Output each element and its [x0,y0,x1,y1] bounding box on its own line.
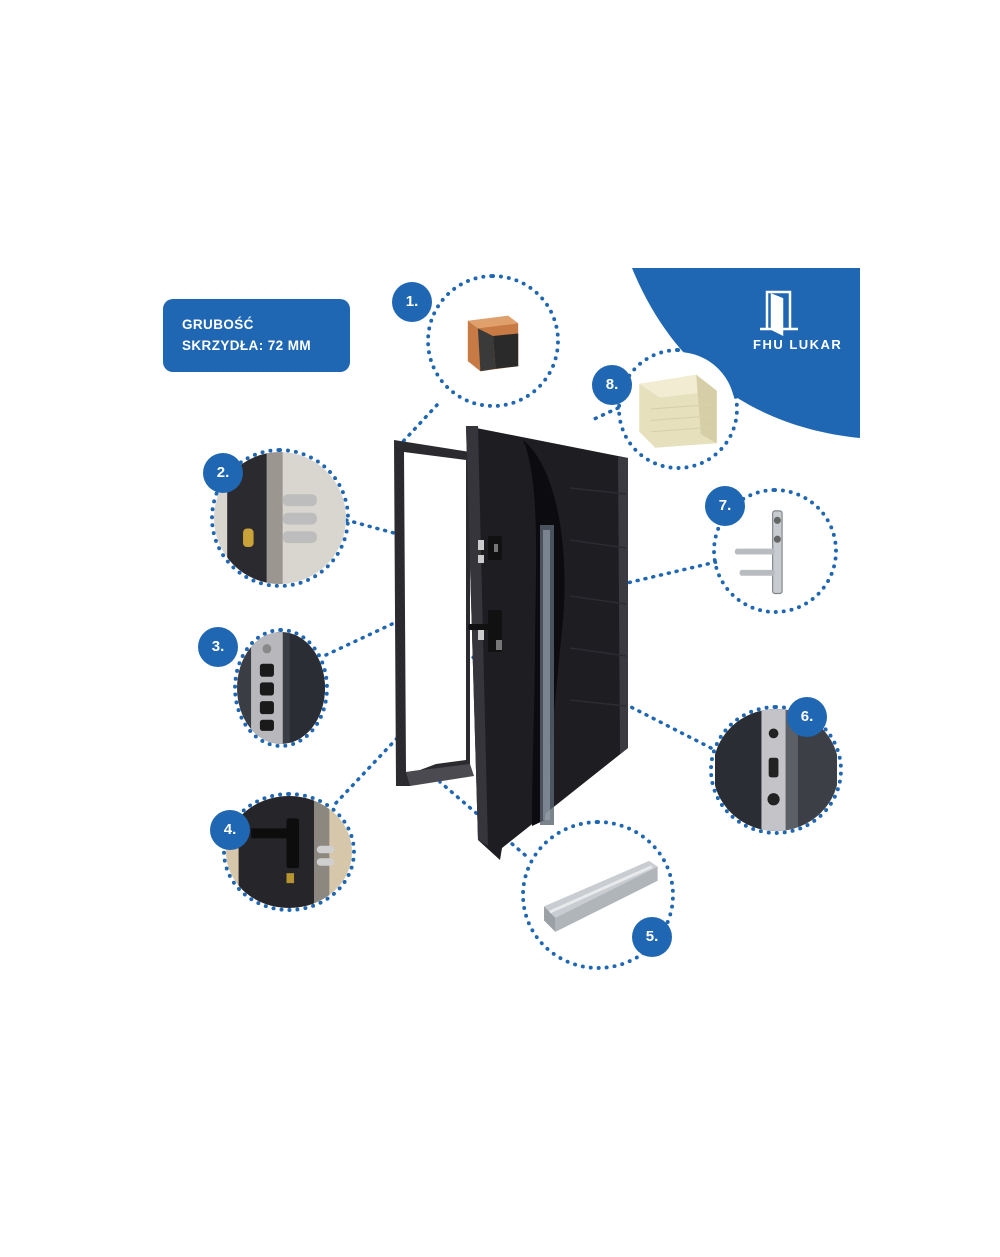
callout-2-badge: 2. [203,453,243,493]
wing-thickness-label: GRUBOŚĆ [182,317,254,332]
door-frame-profile-icon [430,278,556,404]
callout-7-image [712,488,838,614]
callout-2-image [210,448,350,588]
door-logo-icon [760,290,798,337]
wing-thickness-value: SKRZYDŁA: 72 MM [182,338,312,353]
callout-4-badge: 4. [210,810,250,850]
callout-1-image [426,274,560,408]
insulation-foam-icon [621,352,735,466]
connector-line-1 [395,403,439,450]
door-leaf [466,426,628,860]
callout-7-badge: 7. [705,486,745,526]
callout-5-badge: 5. [632,917,672,957]
strike-plate-icon [237,632,325,744]
door-frame [394,440,474,786]
connector-line-7 [625,560,718,585]
connector-line-3 [324,615,409,657]
callout-3-badge: 3. [198,627,238,667]
brand-name: FHU LUKAR [753,337,843,352]
brand-corner [632,268,860,438]
callout-3-image [233,628,329,748]
callout-6-badge: 6. [787,697,827,737]
callout-8-badge: 8. [592,365,632,405]
wing-thickness-box: GRUBOŚĆ SKRZYDŁA: 72 MM [163,299,350,372]
door-hinge-icon [716,492,834,610]
handle-lock-icon [226,796,352,908]
connector-line-8 [590,406,620,422]
callout-8-image [617,348,739,470]
lock-bolts-icon [214,452,346,584]
connector-line-6 [625,703,713,750]
callout-1-badge: 1. [392,282,432,322]
callout-4-image [222,792,356,912]
